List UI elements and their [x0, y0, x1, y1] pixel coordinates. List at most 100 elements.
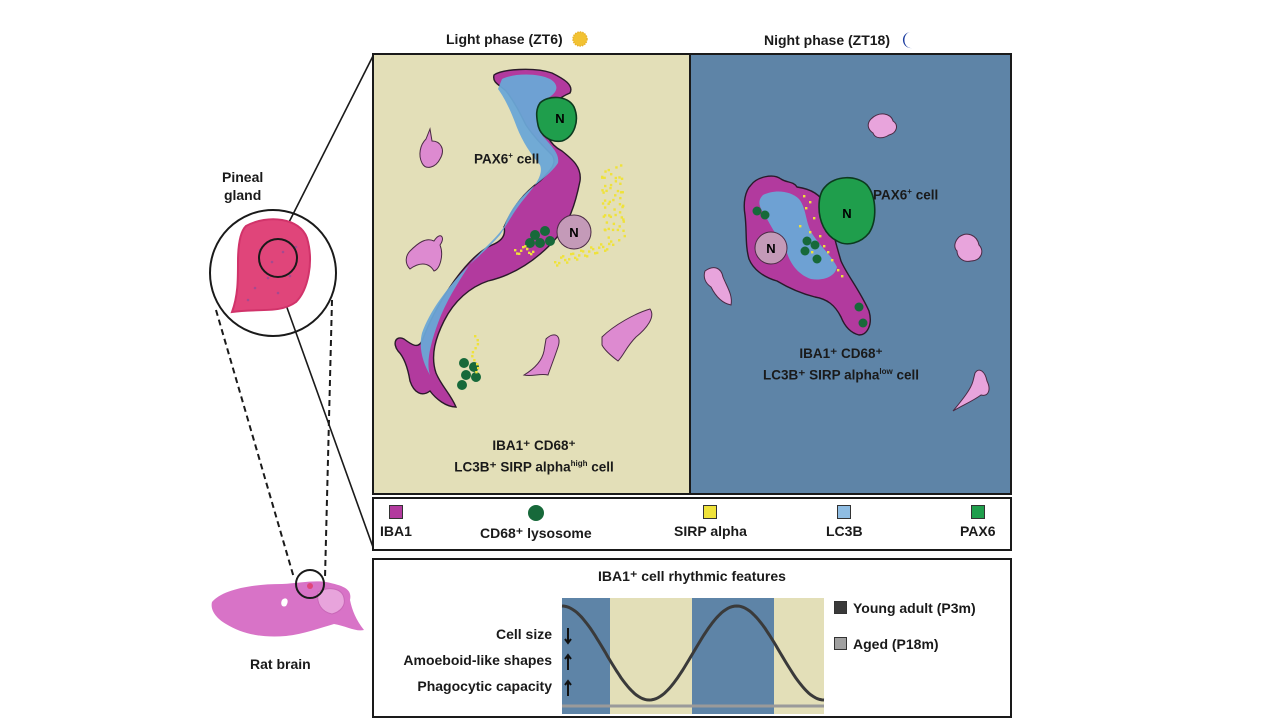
- sirp-dot: [615, 166, 618, 169]
- sirp-dot: [474, 335, 477, 338]
- sirp-dot: [471, 355, 474, 358]
- feature-arrow-up-icon: [564, 679, 572, 696]
- sirp-dot: [607, 168, 610, 172]
- sirp-dot: [618, 176, 621, 179]
- sirp-dot: [608, 200, 612, 204]
- sirp-dot: [610, 173, 613, 176]
- sirp-dot: [819, 235, 822, 238]
- zoom-line-solid-top: [279, 56, 372, 241]
- sirp-dot: [522, 245, 525, 249]
- rhythm-chart: [561, 598, 825, 714]
- sirp-dot: [603, 206, 607, 209]
- sirp-dot: [596, 251, 599, 255]
- night-phase-illustration: N N: [703, 113, 990, 412]
- series-key-aged: Aged (P18m): [834, 636, 939, 652]
- sirp-dot: [799, 225, 802, 228]
- sirp-dot: [601, 202, 605, 205]
- small-iba1-cell: [954, 233, 983, 262]
- sirp-dot: [588, 250, 591, 253]
- legend-label: SIRP alpha: [674, 523, 747, 539]
- sirp-dot: [616, 189, 620, 193]
- lysosome-cluster: [457, 226, 555, 390]
- light-phase-header: Light phase (ZT6): [446, 30, 589, 48]
- sirp-dot: [578, 254, 581, 257]
- feature-label-phagocytic: Phagocytic capacity: [417, 678, 552, 694]
- sirp-dot: [621, 191, 624, 194]
- sirp-dot: [609, 186, 612, 190]
- sirp-dot: [592, 247, 595, 251]
- aged-swatch: [834, 637, 847, 650]
- night-cell-label-line2: LC3B⁺ SIRP alphalow cell: [762, 367, 920, 383]
- overview-illustration: [209, 56, 372, 637]
- light-phase-title: Light phase (ZT6): [446, 31, 563, 47]
- sirp-dot: [612, 222, 616, 226]
- sirp-dot: [607, 202, 610, 206]
- small-iba1-cell: [522, 334, 560, 377]
- sirp-dot: [622, 218, 625, 221]
- sirp-dot: [518, 252, 521, 256]
- sirp-dot: [813, 217, 816, 220]
- sirp-dot: [618, 211, 622, 214]
- rhythm-chart-box: IBA1⁺ cell rhythmic features Cell size A…: [372, 558, 1012, 718]
- night-pax6-label: PAX6+ cell: [873, 187, 939, 203]
- sirp-alpha-dots: [799, 195, 844, 278]
- sirp-dot: [607, 236, 610, 239]
- light-cell-label-line2: LC3B⁺ SIRP alphahigh cell: [454, 459, 614, 475]
- light-pax6-label: PAX6+ cell: [474, 151, 540, 167]
- sirp-dot: [621, 204, 625, 208]
- sirp-dot: [580, 249, 583, 252]
- series-key-young: Young adult (P3m): [834, 600, 976, 616]
- small-iba1-cell: [703, 267, 732, 306]
- sirp-dot: [532, 250, 535, 254]
- sirp-dot: [603, 199, 607, 202]
- zoom-line-solid-bottom: [275, 276, 372, 547]
- sirp-dot: [602, 245, 605, 249]
- sirp-dot: [618, 202, 622, 206]
- sirp-dot: [612, 198, 615, 202]
- night-cell-label-line1: IBA1⁺ CD68⁺: [799, 346, 883, 361]
- legend-label: CD68⁺ lysosome: [480, 525, 592, 541]
- zoom-line-dashed-right: [324, 299, 333, 579]
- sirp-dot: [558, 261, 561, 265]
- sirp-dot: [602, 191, 605, 194]
- night-phase-header: Night phase (ZT18): [764, 30, 916, 50]
- sirp-dot: [619, 164, 623, 167]
- sirp-dot: [614, 213, 617, 217]
- sirp-dot: [611, 228, 615, 232]
- rat-cerebellum-shape: [317, 588, 345, 615]
- sirp-dot: [594, 252, 597, 255]
- sirp-dot: [590, 246, 593, 249]
- small-iba1-cell: [867, 113, 897, 139]
- pineal-gland-label: Pineal gland: [222, 168, 263, 204]
- sirp-dot: [606, 248, 609, 251]
- sirp-dot: [605, 189, 608, 193]
- pineal-label-line2: gland: [223, 187, 262, 203]
- sirp-dot: [811, 251, 814, 254]
- sirp-dot: [516, 252, 519, 255]
- sirp-dot: [609, 183, 613, 187]
- sirp-dot: [576, 258, 579, 261]
- lysosome-swatch: [527, 505, 544, 521]
- sirp-dot: [803, 195, 806, 198]
- sirp-dot: [614, 176, 618, 180]
- sirp-dot: [528, 251, 531, 255]
- legend-item-sirp: SIRP alpha: [674, 505, 747, 539]
- sun-icon: [571, 31, 588, 47]
- sirp-dot: [601, 189, 604, 192]
- sirp-dot: [603, 176, 606, 180]
- phase-band-night: [692, 598, 774, 714]
- sirp-dot: [610, 240, 613, 243]
- sirp-dot: [608, 214, 611, 217]
- sirp-dot: [620, 216, 624, 219]
- small-iba1-cell: [601, 308, 653, 362]
- light-cell-label-line1: IBA1⁺ CD68⁺: [492, 438, 576, 453]
- phase-band-light: [610, 598, 692, 714]
- sirp-dot: [574, 256, 577, 260]
- night-phase-title: Night phase (ZT18): [764, 32, 891, 48]
- feature-arrow-down-icon: [564, 628, 572, 645]
- iba1-nucleus: [556, 214, 592, 250]
- brain-zoom-circle: [295, 569, 325, 599]
- sirp-dot: [841, 275, 844, 278]
- sirp-dot: [568, 258, 571, 261]
- sirp-dot: [556, 264, 559, 267]
